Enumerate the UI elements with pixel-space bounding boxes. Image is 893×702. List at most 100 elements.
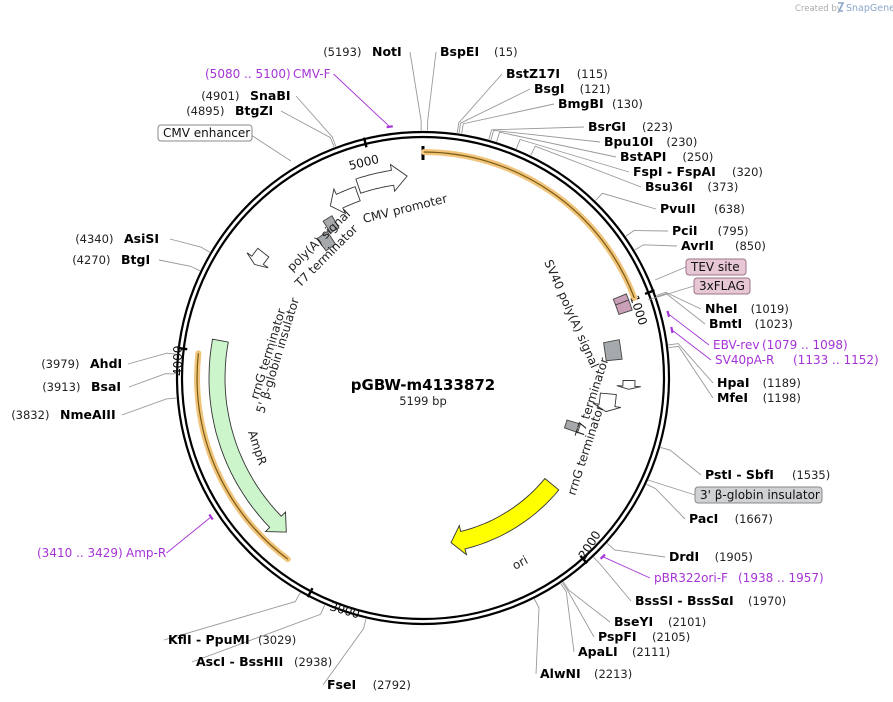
site-leader-line: [561, 582, 595, 638]
site-btgi[interactable]: BtgI(4270): [72, 252, 201, 272]
site-leader-line: [280, 110, 335, 148]
feature-3xflag: [615, 299, 633, 315]
site-psti-sbfi[interactable]: PstI - SbfI(1535): [660, 446, 831, 482]
site-bsai[interactable]: BsaI(3913): [42, 373, 176, 394]
site-drdi[interactable]: DrdI(1905): [606, 542, 753, 564]
tick-label: 5000: [347, 152, 380, 173]
site-leader-line: [458, 88, 531, 134]
site-bsgi[interactable]: BsgI(121): [458, 81, 611, 134]
site-fspi-fspai[interactable]: FspI - FspAI(320): [515, 138, 763, 180]
primer-leader-line: [166, 516, 212, 554]
site-nmeaiii[interactable]: NmeAIII(3832): [11, 397, 177, 422]
site-name: BseYI: [614, 614, 653, 629]
site-leader-line: [158, 259, 201, 272]
site-noti[interactable]: NotI(5193): [323, 44, 422, 131]
site-btgzi[interactable]: BtgZI(4895): [186, 103, 335, 148]
primer-range: (5080 .. 5100): [205, 67, 291, 81]
site-bstapi[interactable]: BstAPI(250): [496, 131, 714, 164]
site-bspei[interactable]: BspEI(15): [427, 44, 518, 131]
primer-cmv-f[interactable]: CMV-F(5080 .. 5100): [205, 67, 393, 129]
primer-range: (1133 .. 1152): [793, 353, 879, 367]
site-name: NmeAIII: [60, 407, 116, 422]
site-name: DrdI: [669, 549, 699, 564]
tick-2000: [579, 555, 588, 565]
site-name: BsgI: [534, 81, 565, 96]
primer-sv40pa-r[interactable]: SV40pA-R(1133 .. 1152): [670, 326, 879, 367]
feature-rrng-terminator: [592, 392, 621, 413]
site-bmgbi[interactable]: BmgBI(130): [461, 96, 643, 134]
site-pspfi[interactable]: PspFI(2105): [561, 582, 690, 644]
site-bstz17i[interactable]: BstZ17I(115): [456, 66, 608, 133]
site-nhei[interactable]: NheI(1019): [656, 291, 789, 316]
site-position: (15): [494, 45, 518, 59]
site-position: (2792): [373, 678, 411, 692]
feature-label-ampr: AmpR: [245, 429, 269, 467]
boxed-label-3xflag[interactable]: 3xFLAG: [647, 277, 751, 301]
site-mfei[interactable]: MfeI(1198): [668, 345, 801, 405]
snapgene-logo-icon: [837, 2, 845, 12]
feature-rrng-terminator: [246, 247, 270, 269]
site-snabi[interactable]: SnaBI(4901): [201, 88, 337, 147]
site-leader-line: [490, 129, 601, 143]
primer-name: pBR322ori-F: [654, 571, 728, 585]
site-leader-line: [461, 103, 555, 134]
snapgene-credit: Created by SnapGene: [795, 2, 893, 14]
site-name: ApaLI: [578, 644, 618, 659]
site-name: BmgBI: [558, 96, 604, 111]
tick-label: 3000: [328, 599, 361, 621]
site-bsu36i[interactable]: Bsu36I(373): [530, 145, 739, 194]
site-ahdi[interactable]: AhdI(3979): [41, 352, 177, 371]
boxed-label-tev-site[interactable]: TEV site: [654, 258, 747, 281]
site-bsssi-bsss-i[interactable]: BssSI - BssSαI(1970): [593, 556, 787, 608]
primer-range: (1079 .. 1098): [762, 338, 848, 352]
primer-leader-line: [671, 329, 712, 361]
feature-label-sv40-poly-a-signal: SV40 poly(A) signal: [541, 258, 601, 371]
site-name: Bpu10I: [604, 134, 653, 149]
box-leader-line: [647, 285, 695, 301]
site-name: PvuII: [660, 201, 696, 216]
feature-label-ori: ori: [510, 553, 530, 573]
site-alwni[interactable]: AlwNI(2213): [534, 598, 632, 681]
boxed-label-3-globin-insulator[interactable]: 3' β-globin insulator: [647, 479, 823, 504]
primer-pbr322ori-f[interactable]: pBR322ori-F(1938 .. 1957): [599, 553, 824, 585]
site-leader-line: [409, 51, 422, 131]
site-pvuii[interactable]: PvuII(638): [595, 192, 745, 216]
site-name: BmtI: [709, 316, 742, 331]
feature-label-cmv-promoter: CMV promoter: [361, 191, 448, 226]
site-asci-bsshii[interactable]: AscI - BssHII(2938): [191, 604, 332, 669]
boxed-label-cmv-enhancer[interactable]: CMV enhancer: [157, 124, 292, 162]
site-leader-line: [530, 145, 642, 188]
site-bpu10i[interactable]: Bpu10I(230): [490, 129, 697, 149]
primer-amp-r[interactable]: Amp-R(3410 .. 3429): [37, 513, 214, 560]
box-text: TEV site: [690, 260, 740, 274]
feature-t7-terminator: [616, 380, 641, 390]
site-asisi[interactable]: AsiSI(4340): [75, 231, 211, 253]
site-position: (4270): [72, 253, 110, 267]
site-leader-line: [560, 583, 575, 653]
site-bmti[interactable]: BmtI(1023): [656, 292, 793, 332]
site-apali[interactable]: ApaLI(2111): [560, 583, 670, 659]
site-name: AscI - BssHII: [196, 654, 283, 669]
site-kfli-ppumi[interactable]: KflI - PpuMI(3029): [163, 592, 301, 647]
primer-ebv-rev[interactable]: EBV-rev(1079 .. 1098): [666, 310, 848, 352]
site-bsrgi[interactable]: BsrGI(223): [488, 119, 673, 140]
site-name: PstI - SbfI: [705, 467, 774, 482]
site-hpai[interactable]: HpaI(1189): [668, 343, 801, 390]
site-leader-line: [656, 292, 706, 325]
site-name: PacI: [689, 511, 718, 526]
feature-t7-terminator: [322, 215, 340, 234]
site-avrii[interactable]: AvrII(850): [634, 238, 766, 253]
site-leader-line: [668, 343, 714, 384]
site-name: FseI: [327, 677, 356, 692]
site-pcii[interactable]: PciI(795): [625, 223, 749, 238]
site-fsei[interactable]: FseI (2792): [322, 618, 411, 692]
box-leader-line: [654, 266, 687, 281]
box-frame: [693, 277, 751, 295]
site-paci[interactable]: PacI(1667): [646, 483, 773, 526]
primer-mark: [208, 513, 214, 521]
site-position: (223): [642, 120, 673, 134]
site-position: (4340): [75, 232, 113, 246]
primer-leader-line: [333, 73, 391, 128]
site-bseyi[interactable]: BseYI(2101): [562, 581, 706, 629]
